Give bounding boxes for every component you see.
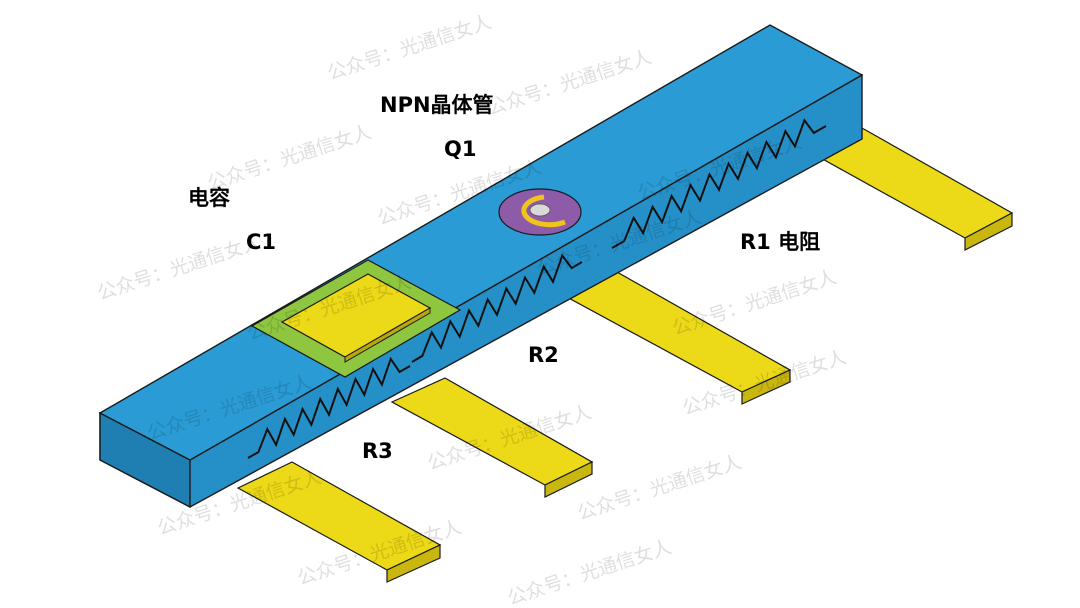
lead-r1-side xyxy=(964,212,1013,251)
capacitor-ref-label: C1 xyxy=(246,230,276,254)
transistor-ref-label: Q1 xyxy=(444,137,476,161)
transistor-q1 xyxy=(498,188,582,236)
resistor-r2-label: R2 xyxy=(528,343,559,367)
substrate xyxy=(98,24,864,509)
resistor-r2-zigzag xyxy=(411,253,583,363)
capacitor-plate-edge xyxy=(344,307,431,363)
transistor-ring xyxy=(521,194,566,228)
transistor-type-label: NPN晶体管 xyxy=(380,93,494,117)
lead-back-r3 xyxy=(390,377,594,498)
watermark-text: 公众号：光通信女人 xyxy=(575,451,744,525)
resistor-r3-zigzag xyxy=(247,356,411,459)
watermark-text: 公众号：光通信女人 xyxy=(505,536,674,608)
lead-front xyxy=(236,461,442,583)
capacitor-type-label: 电容 xyxy=(188,186,230,210)
watermark-text: 公众号：光通信女人 xyxy=(205,121,374,195)
resistor-r3-label: R3 xyxy=(362,439,393,463)
resistor-r1-label: R1 电阻 xyxy=(740,230,820,254)
substrate-top-face xyxy=(98,24,864,461)
lead-r3-side xyxy=(544,461,593,498)
resistor-r1-zigzag xyxy=(611,118,827,249)
lead-front-side xyxy=(386,544,441,583)
watermark-text: 公众号：光通信女人 xyxy=(325,11,494,85)
transistor-center xyxy=(529,203,551,217)
capacitor-c1 xyxy=(250,259,462,378)
watermark-text: 公众号：光通信女人 xyxy=(95,231,264,305)
watermark-text: 公众号：光通信女人 xyxy=(670,266,839,340)
lead-r2-side xyxy=(741,369,791,405)
